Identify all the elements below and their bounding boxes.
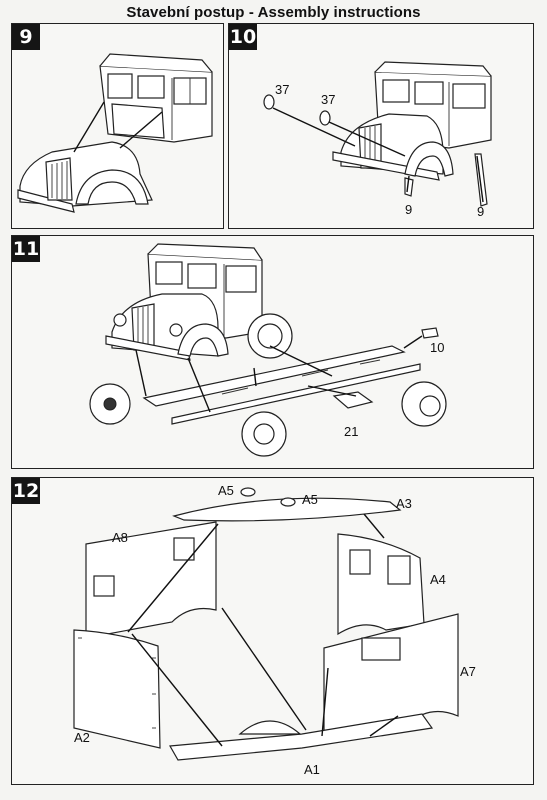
step-12-number: 12 [12, 478, 40, 504]
front-drawing [17, 141, 153, 213]
step-9-number: 9 [12, 24, 40, 50]
step-9-panel: 9 [11, 23, 224, 229]
step-12-panel: 12 A5 A5 A3 A8 [11, 477, 534, 785]
label-part-a3: A3 [396, 496, 412, 511]
label-part-a7: A7 [460, 664, 476, 679]
label-part-37: 37 [321, 92, 335, 107]
step-10-number: 10 [229, 24, 257, 50]
label-part-a1: A1 [304, 762, 320, 777]
label-part-9: 9 [477, 204, 484, 219]
label-part-21: 21 [344, 424, 358, 439]
step-9-drawing [17, 53, 213, 213]
label-part-a5: A5 [302, 492, 318, 507]
step-10-drawing: 37 37 9 9 [263, 61, 492, 219]
cab-drawing [99, 53, 213, 143]
label-part-a5: A5 [218, 483, 234, 498]
step-12-drawing: A5 A5 A3 A8 A4 A7 A2 A1 [73, 483, 476, 777]
page-title: Stavební postup - Assembly instructions [126, 4, 421, 21]
step-11-number: 11 [12, 236, 40, 262]
step-11-panel: 11 1 [11, 235, 534, 469]
step-11-drawing: 10 21 [89, 243, 447, 457]
label-part-10: 10 [430, 340, 444, 355]
label-part-9: 9 [405, 202, 412, 217]
label-part-a2: A2 [74, 730, 90, 745]
label-part-a4: A4 [430, 572, 446, 587]
label-part-a8: A8 [112, 530, 128, 545]
label-part-37: 37 [275, 82, 289, 97]
step-10-panel: 10 37 37 9 9 [228, 23, 534, 229]
